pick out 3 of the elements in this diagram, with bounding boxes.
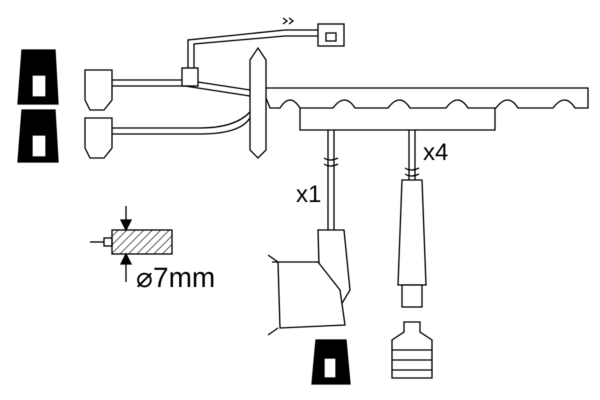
diameter-label: ⌀7mm [136, 264, 216, 292]
quantity-label: x1 [296, 183, 322, 207]
quantity-label: x4 [423, 141, 448, 165]
